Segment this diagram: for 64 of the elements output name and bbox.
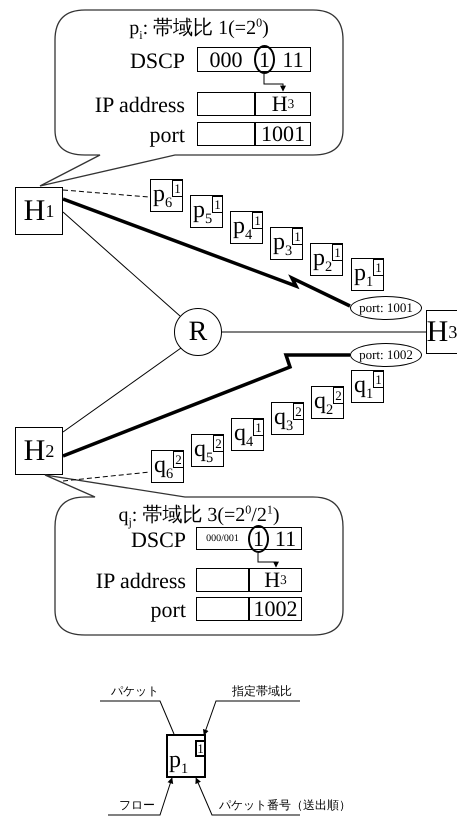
- empty-field-cell: [197, 122, 255, 146]
- packet-label: q$_{6}$: [154, 453, 174, 477]
- bandwidth-tag: 1: [373, 259, 384, 276]
- router-circle: R: [174, 308, 222, 356]
- callout-heading: p$_{i}$: 帯域比 1(=2$^{0}$): [128, 18, 270, 38]
- field-cell: 000/001: [196, 527, 249, 550]
- field-name: DSCP: [128, 50, 185, 72]
- flow-path: [62, 353, 350, 458]
- bandwidth-tag: 1: [212, 196, 223, 213]
- bandwidth-tag: 2: [333, 387, 344, 404]
- port-ellipse: port: 1001: [350, 296, 422, 320]
- bandwidth-tag: 1: [253, 419, 264, 436]
- field-cell: 1001: [255, 122, 311, 146]
- field-name: IP address: [94, 94, 185, 116]
- field-cell: 000: [197, 47, 255, 72]
- bandwidth-tag: 1: [292, 228, 303, 245]
- link-line: [62, 212, 180, 316]
- link-line: [62, 472, 150, 482]
- bandwidth-tag: 1: [252, 212, 263, 229]
- arrow: [258, 552, 279, 568]
- flow-path: [62, 197, 351, 308]
- leader-line: [108, 777, 174, 816]
- bandwidth-tag: 2: [293, 403, 304, 420]
- callout-text: パケット番号（送出順）: [215, 796, 355, 814]
- bandwidth-tag: 2: [173, 451, 184, 468]
- field-cell: 11: [269, 527, 302, 550]
- packet-label: q$_{3}$: [274, 405, 294, 429]
- empty-field-cell: [197, 92, 255, 116]
- link-line: [62, 190, 150, 198]
- packet-label: p$_{5}$: [193, 198, 212, 222]
- leader-line: [100, 700, 174, 734]
- field-name: port: [148, 124, 185, 146]
- link-line: [62, 348, 182, 432]
- packet-label: q$_{5}$: [194, 437, 214, 461]
- callout-text: パケット: [100, 682, 170, 700]
- packet-label: q$_{2}$: [314, 389, 334, 413]
- packet-label: p$_{3}$: [273, 230, 292, 254]
- empty-field-cell: [196, 568, 249, 592]
- arrow: [264, 74, 286, 92]
- field-name: port: [150, 599, 186, 621]
- field-name: IP address: [94, 570, 186, 592]
- field-cell: 1002: [249, 597, 302, 621]
- bandwidth-tag: 1: [332, 244, 343, 261]
- circled-bit: 1: [254, 45, 275, 74]
- circled-bit: 1: [248, 525, 269, 553]
- bandwidth-tag: 1: [373, 371, 384, 388]
- packet-label: p$_{1}$: [169, 748, 188, 772]
- port-ellipse: port: 1002: [350, 343, 422, 367]
- packet-label: q$_{1}$: [354, 373, 374, 397]
- packet-label: p$_{4}$: [233, 214, 252, 238]
- leader-line: [195, 777, 300, 816]
- bandwidth-tag: 1: [195, 740, 206, 757]
- packet-label: p$_{6}$: [153, 182, 172, 206]
- callout-text: フロー: [112, 796, 162, 814]
- field-cell: 11: [275, 47, 311, 72]
- empty-field-cell: [196, 597, 249, 621]
- packet-label: p$_{2}$: [313, 246, 332, 270]
- packet-label: p$_{1}$: [354, 261, 374, 285]
- leader-line: [202, 700, 300, 736]
- field-name: DSCP: [130, 529, 186, 551]
- bandwidth-tag: 2: [213, 435, 224, 452]
- packet-label: q$_{4}$: [234, 421, 254, 445]
- bandwidth-tag: 1: [172, 180, 183, 197]
- callout-text: 指定帯域比: [222, 682, 302, 700]
